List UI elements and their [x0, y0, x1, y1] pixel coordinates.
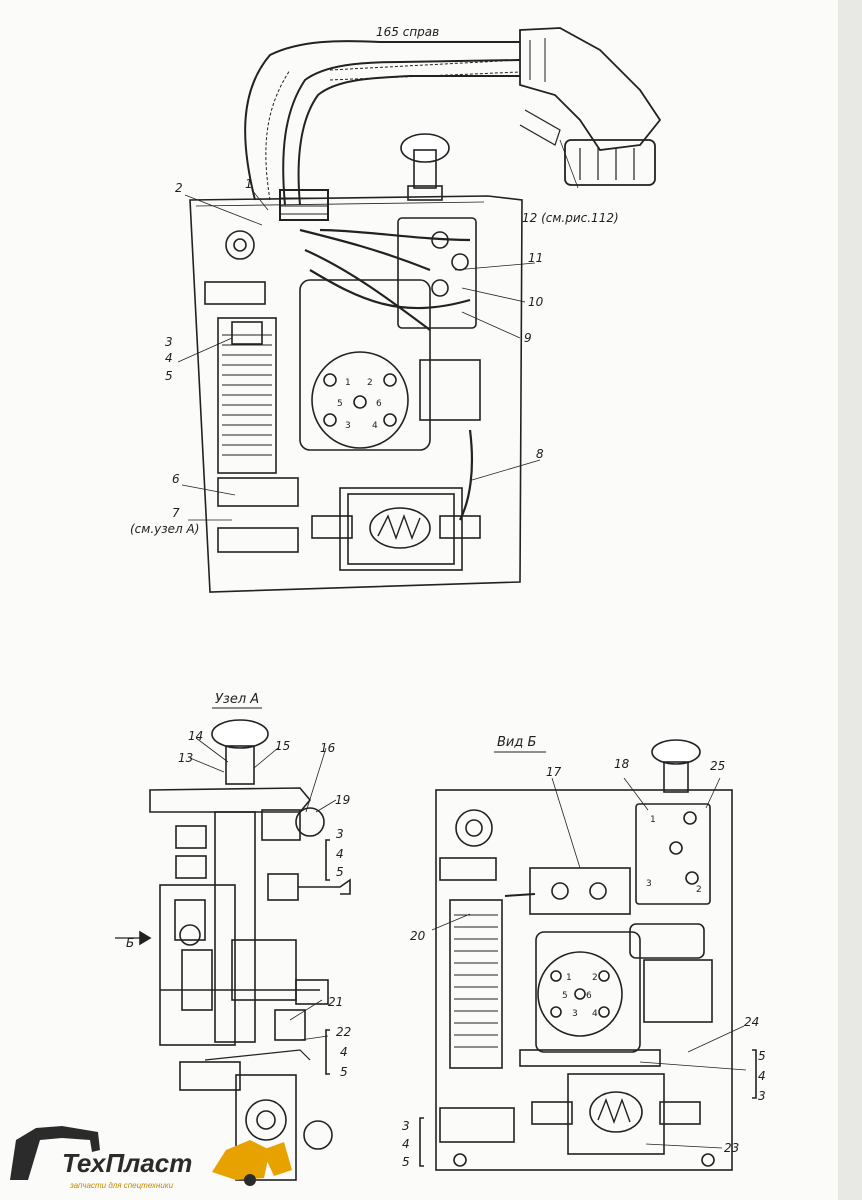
callout-1: 1 [245, 177, 253, 191]
view-b-callout-4b: 4 [402, 1137, 410, 1151]
socket-digit-5: 5 [337, 399, 343, 409]
node-a-title: Узел А [215, 692, 259, 707]
connector-reference-note: 12 (см.рис.112) [522, 211, 619, 225]
callout-9: 9 [524, 331, 532, 345]
page-edge-shadow [838, 0, 862, 1200]
node-a-reference: (см.узел А) [130, 522, 199, 536]
callout-13: 13 [178, 751, 193, 765]
node-a-callout-4: 4 [336, 847, 344, 861]
main-view [177, 27, 662, 593]
callout-16: 16 [320, 741, 336, 755]
node-a-view [115, 719, 351, 1181]
view-b-title: Вид Б [497, 735, 536, 750]
relay-digit-2: 2 [696, 885, 702, 895]
callout-24: 24 [744, 1015, 759, 1029]
callout-17: 17 [546, 765, 562, 779]
view-b-callout-3b: 3 [402, 1119, 410, 1133]
logo-tagline: запчасти для спецтехники [69, 1181, 174, 1190]
socket-block [299, 279, 431, 451]
view-b-callout-3: 3 [758, 1089, 766, 1103]
socket-digit-1: 1 [345, 378, 351, 388]
relay-block [397, 217, 481, 421]
node-a-callout-4b: 4 [340, 1045, 348, 1059]
callout-14: 14 [188, 729, 203, 743]
relay-digit-1: 1 [650, 815, 656, 825]
socket-digit-3: 3 [345, 421, 351, 431]
view-b-callout-5: 5 [758, 1049, 766, 1063]
view-b-socket-digit-1: 1 [566, 973, 572, 983]
node-a-callout-5b: 5 [340, 1065, 348, 1079]
callout-3: 3 [165, 335, 173, 349]
callout-7: 7 [172, 506, 180, 520]
view-b-drawing [419, 739, 757, 1171]
callout-22: 22 [336, 1025, 351, 1039]
callout-15: 15 [275, 739, 290, 753]
terminal-strip-lower [217, 477, 299, 507]
relay-digit-3: 3 [646, 879, 652, 889]
view-b-socket-digit-3: 3 [572, 1009, 578, 1019]
callout-8: 8 [536, 447, 544, 461]
push-button [400, 133, 450, 201]
socket-digit-4: 4 [372, 421, 378, 431]
excavator-icon [10, 1126, 292, 1186]
view-b-socket-digit-5: 5 [562, 991, 568, 1001]
callout-20: 20 [410, 929, 426, 943]
leader-lines-main [177, 139, 579, 521]
callout-19: 19 [335, 793, 350, 807]
callout-4: 4 [165, 351, 173, 365]
view-b-arrow-label: Б [126, 936, 134, 950]
terminal-strip-upper [204, 281, 266, 305]
logo-name: ТехПласт [62, 1148, 192, 1178]
callout-10: 10 [528, 295, 544, 309]
socket-digit-2: 2 [367, 378, 373, 388]
callout-2: 2 [175, 181, 183, 195]
heater-element [311, 487, 481, 571]
elbow-connector [519, 27, 662, 186]
view-b-socket-digit-6: 6 [586, 991, 592, 1001]
node-a-callout-5: 5 [336, 865, 344, 879]
view-b-plate [435, 789, 733, 1171]
resistor-coil [217, 317, 277, 474]
callout-18: 18 [614, 757, 630, 771]
internal-wiring [299, 228, 474, 521]
terminal-strip-bottom [217, 527, 299, 553]
callout-6: 6 [172, 472, 180, 486]
callout-23: 23 [724, 1141, 739, 1155]
callout-25: 25 [710, 759, 725, 773]
fuse-holder [225, 230, 255, 260]
view-b-callout-4: 4 [758, 1069, 766, 1083]
node-a-callout-3: 3 [336, 827, 344, 841]
socket-digit-6: 6 [376, 399, 382, 409]
cable-length-note: 165 справ [376, 25, 439, 39]
cable-harness [244, 40, 521, 221]
view-b-callout-5b: 5 [402, 1155, 410, 1169]
mounting-plate [189, 195, 523, 593]
view-b-socket-digit-2: 2 [592, 973, 598, 983]
brand-logo: ТехПласт запчасти для спецтехники [10, 1126, 292, 1190]
callout-11: 11 [528, 251, 543, 265]
callout-21: 21 [328, 995, 343, 1009]
view-b-socket-digit-4: 4 [592, 1009, 598, 1019]
callout-5: 5 [165, 369, 173, 383]
